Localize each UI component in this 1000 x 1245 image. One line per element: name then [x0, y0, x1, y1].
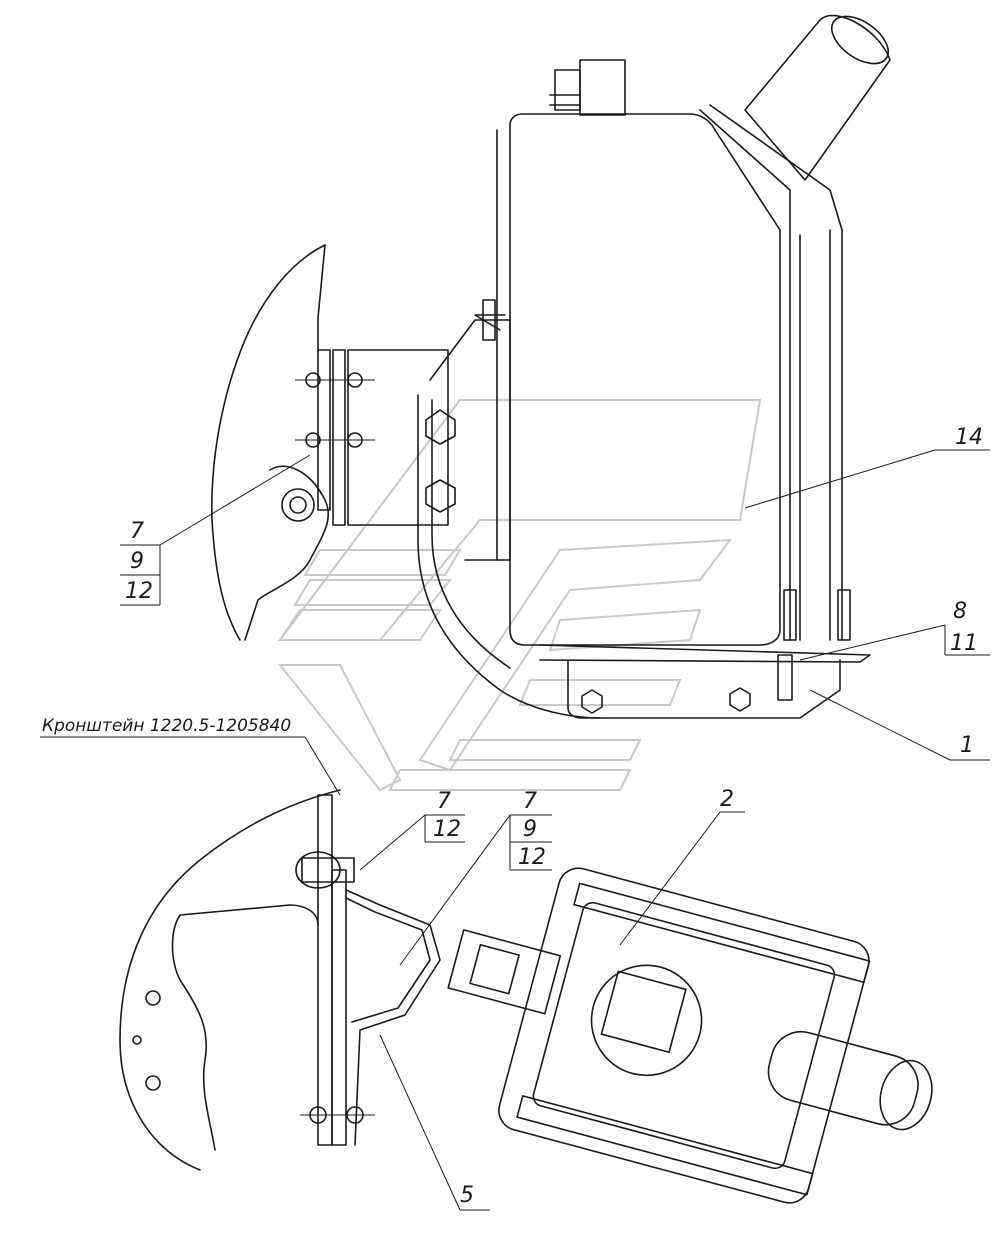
tank-body — [474, 14, 891, 646]
label-stack-b-1: 7 — [437, 789, 451, 814]
frame-outline-top — [211, 244, 330, 641]
label-1: 1 — [960, 733, 974, 758]
label-5: 5 — [460, 1183, 474, 1208]
label-stack-c-1: 7 — [523, 789, 537, 814]
label-stack-a-1: 7 — [130, 519, 144, 544]
label-2: 2 — [720, 787, 734, 812]
tank-base-tray — [539, 589, 871, 719]
label-stack-a-2: 9 — [130, 549, 144, 574]
leader-lines — [40, 449, 990, 1211]
mounting-bracket-top — [295, 319, 601, 719]
watermark-logo — [277, 399, 762, 792]
label-stack-b-2: 12 — [433, 817, 461, 842]
bracket-caption: Кронштейн 1220.5-1205840 — [42, 716, 291, 736]
mounted-unit-bottom-view — [447, 867, 933, 1204]
label-stack-a-3: 12 — [125, 579, 153, 604]
frame-outline-bottom — [119, 789, 441, 1171]
label-stack-c-2: 9 — [523, 817, 537, 842]
label-stack-c-3: 12 — [518, 845, 546, 870]
label-14: 14 — [955, 425, 983, 450]
callout-labels: 14 8 11 1 2 5 7 9 12 7 12 7 9 12 Кронште… — [42, 425, 983, 1208]
label-11: 11 — [950, 631, 978, 656]
label-8: 8 — [953, 599, 967, 624]
